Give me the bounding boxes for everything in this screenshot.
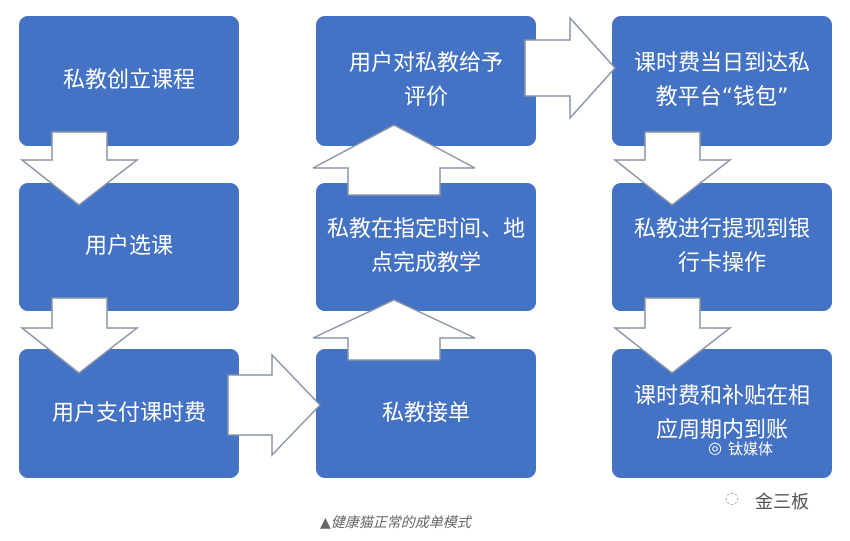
arrow-right-1 [227, 353, 322, 457]
box-wallet: 课时费当日到达私教平台“钱包” [612, 16, 832, 146]
wechat-icon: ◎ [708, 438, 722, 457]
arrow-up-2 [312, 124, 476, 196]
arrow-down-2 [19, 297, 140, 374]
box-accept-order: 私教接单 [316, 349, 536, 478]
box-select-course: 用户选课 [19, 183, 239, 311]
box-withdraw: 私教进行提现到银行卡操作 [612, 183, 832, 311]
arrow-down-3 [612, 131, 733, 206]
wechat-icon: ◌ [725, 488, 739, 507]
box-pay-fee: 用户支付课时费 [19, 349, 239, 478]
watermark-jinsanban: 金三板 [755, 492, 809, 513]
arrow-down-1 [19, 131, 140, 206]
arrow-right-2 [524, 16, 617, 120]
arrow-up-1 [312, 299, 476, 361]
box-rate: 用户对私教给予评价 [316, 16, 536, 146]
watermark-titanium: 钛媒体 [728, 440, 774, 458]
arrow-down-4 [612, 297, 733, 374]
box-teach: 私教在指定时间、地点完成教学 [316, 183, 536, 311]
box-subsidy: 课时费和补贴在相应周期内到账 [612, 349, 832, 478]
caption: ▲健康猫正常的成单模式 [320, 515, 471, 531]
box-create-course: 私教创立课程 [19, 16, 239, 146]
